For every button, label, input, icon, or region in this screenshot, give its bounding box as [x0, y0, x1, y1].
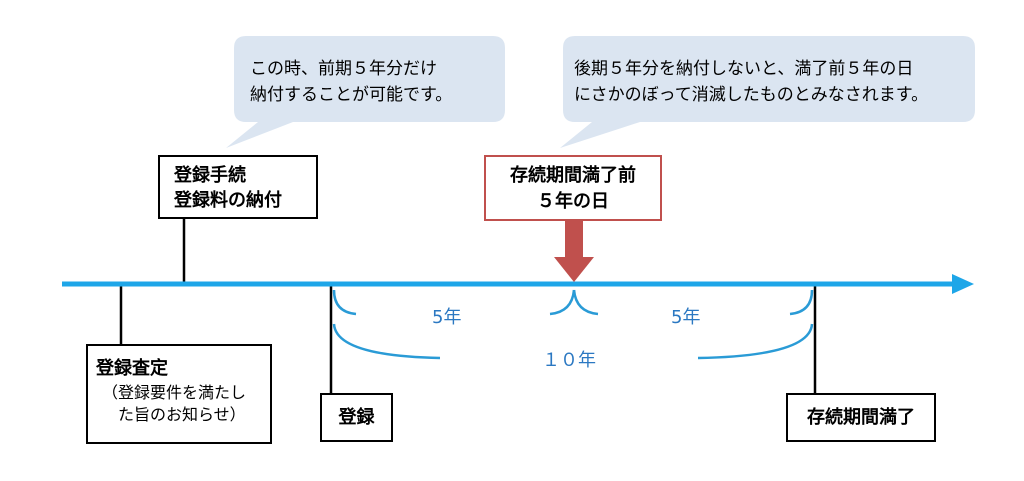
- bubble-right-line1: 後期５年分を納付しないと、満了前５年の日: [574, 59, 914, 79]
- bubble-left-line2: 納付することが可能です。: [250, 85, 453, 105]
- bubble-right-text: 後期５年分を納付しないと、満了前５年の日 にさかのぼって消滅したものとみなされま…: [574, 56, 928, 108]
- registration-procedure-box: 登録手続 登録料の納付: [158, 155, 318, 219]
- bubble-left-shape: [226, 36, 505, 148]
- assessment-title: 登録査定: [96, 358, 168, 379]
- registration-box: 登録: [320, 393, 393, 442]
- bubble-left-line1: この時、前期５年分だけ: [250, 59, 437, 79]
- registration-procedure-line2: 登録料の納付: [174, 190, 282, 211]
- before-expiry-line1: 存続期間満了前: [510, 165, 636, 186]
- before-expiry-line2: ５年の日: [537, 191, 609, 212]
- registration-procedure-line1: 登録手続: [174, 165, 246, 186]
- assessment-line1: （登録要件を満たし: [102, 383, 247, 402]
- expiry-box: 存続期間満了: [786, 393, 936, 442]
- span-total: １０年: [542, 350, 596, 371]
- bubble-right-shape: [560, 36, 975, 148]
- brace-ten-years: [332, 323, 814, 360]
- red-arrow-head: [554, 257, 594, 282]
- span-first-half: 5年: [432, 307, 462, 328]
- assessment-line2: た旨のお知らせ）: [118, 405, 246, 424]
- before-expiry-box: 存続期間満了前 ５年の日: [484, 155, 662, 221]
- span-second-half: 5年: [671, 307, 701, 328]
- brace-second-five-years: [572, 289, 814, 316]
- timeline-arrowhead: [952, 274, 974, 294]
- assessment-box: 登録査定 （登録要件を満たし た旨のお知らせ）: [86, 344, 272, 444]
- registration-label: 登録: [338, 407, 375, 428]
- bubble-left-text: この時、前期５年分だけ 納付することが可能です。: [250, 56, 452, 108]
- expiry-label: 存続期間満了: [807, 407, 915, 428]
- bubble-right-line2: にさかのぼって消滅したものとみなされます。: [574, 85, 929, 105]
- red-arrow-shaft: [565, 221, 583, 258]
